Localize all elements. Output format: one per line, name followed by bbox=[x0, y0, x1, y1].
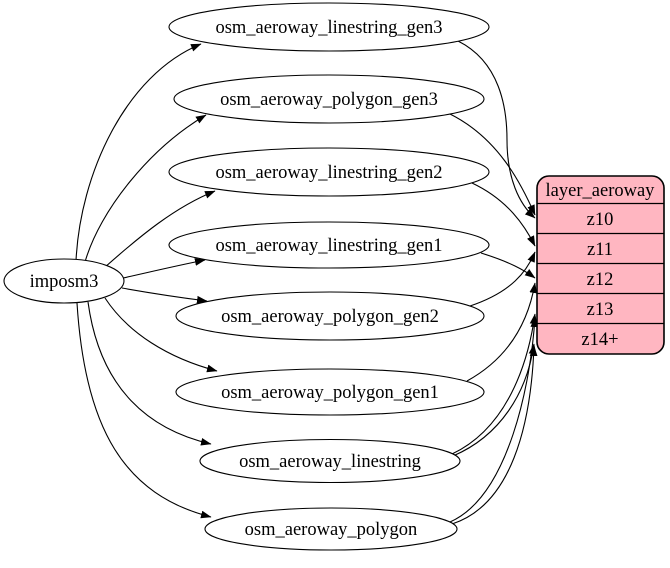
node-osm_aeroway_polygon: osm_aeroway_polygon bbox=[204, 507, 458, 551]
node-osm_aeroway_linestring_gen1: osm_aeroway_linestring_gen1 bbox=[168, 221, 490, 269]
edge-imposm3-to-osm_aeroway_polygon_gen1 bbox=[104, 297, 218, 373]
layer-title: layer_aeroway bbox=[546, 181, 656, 201]
edge-osm_aeroway_polygon-to-z14 bbox=[451, 345, 538, 525]
table-ellipse bbox=[175, 368, 485, 416]
layer-row-z11: z11 bbox=[587, 240, 613, 260]
node-layer_aeroway: layer_aeroway z10 z11 z12 z13 z14+ bbox=[536, 175, 665, 355]
layer-row-z12: z12 bbox=[587, 270, 614, 290]
table-label: osm_aeroway_polygon_gen2 bbox=[221, 307, 439, 327]
edge-osm_aeroway_linestring_gen2-to-z11 bbox=[471, 182, 536, 247]
node-osm_aeroway_linestring_gen2: osm_aeroway_linestring_gen2 bbox=[168, 147, 490, 197]
edge-imposm3-to-osm_aeroway_polygon_gen2 bbox=[121, 287, 208, 304]
layer-row-z14plus: z14+ bbox=[581, 330, 618, 350]
edge-osm_aeroway_polygon_gen2-to-z11 bbox=[469, 251, 536, 307]
edge-imposm3-to-osm_aeroway_polygon bbox=[76, 302, 212, 519]
table-label: osm_aeroway_polygon_gen3 bbox=[220, 90, 438, 110]
edges-to-layer bbox=[449, 40, 539, 525]
table-ellipse bbox=[168, 2, 490, 52]
node-osm_aeroway_linestring_gen3: osm_aeroway_linestring_gen3 bbox=[168, 2, 490, 52]
table-label: osm_aeroway_linestring_gen2 bbox=[215, 163, 442, 183]
layer-row-z10: z10 bbox=[587, 210, 614, 230]
node-osm_aeroway_polygon_gen3: osm_aeroway_polygon_gen3 bbox=[173, 74, 485, 124]
table-ellipse bbox=[175, 291, 485, 341]
node-osm_aeroway_linestring: osm_aeroway_linestring bbox=[199, 438, 461, 484]
layer-record-shape bbox=[536, 175, 665, 355]
node-osm_aeroway_polygon_gen2: osm_aeroway_polygon_gen2 bbox=[175, 291, 485, 341]
table-ellipse bbox=[204, 507, 458, 551]
table-label: osm_aeroway_linestring_gen3 bbox=[215, 18, 442, 38]
table-ellipse bbox=[168, 147, 490, 197]
table-label: osm_aeroway_linestring_gen1 bbox=[215, 236, 442, 256]
layer-row-z13: z13 bbox=[587, 300, 614, 320]
node-imposm3: imposm3 bbox=[3, 258, 125, 304]
table-label: osm_aeroway_polygon_gen1 bbox=[221, 383, 439, 403]
edge-osm_aeroway_linestring_gen3-to-z10 bbox=[457, 40, 536, 219]
edge-osm_aeroway_linestring_gen1-to-z12 bbox=[480, 252, 536, 279]
edge-imposm3-to-osm_aeroway_linestring bbox=[87, 301, 212, 446]
edge-imposm3-to-osm_aeroway_linestring_gen2 bbox=[103, 190, 216, 269]
table-ellipse bbox=[199, 438, 461, 484]
edge-imposm3-to-osm_aeroway_polygon_gen3 bbox=[84, 114, 207, 263]
edges-from-source bbox=[75, 43, 218, 519]
table-label: osm_aeroway_linestring bbox=[239, 452, 421, 472]
table-ellipse bbox=[168, 221, 490, 269]
node-imposm3-label: imposm3 bbox=[30, 272, 99, 292]
edge-imposm3-to-osm_aeroway_linestring_gen3 bbox=[75, 43, 202, 262]
edge-osm_aeroway_polygon_gen1-to-z12 bbox=[466, 282, 538, 382]
edge-osm_aeroway_polygon-to-z13 bbox=[449, 316, 539, 523]
table-label: osm_aeroway_polygon bbox=[245, 520, 418, 540]
table-ellipse bbox=[173, 74, 485, 124]
edge-osm_aeroway_linestring-to-z13 bbox=[451, 313, 538, 455]
node-osm_aeroway_polygon_gen1: osm_aeroway_polygon_gen1 bbox=[175, 368, 485, 416]
node-imposm3-shape bbox=[3, 258, 125, 304]
edge-imposm3-to-osm_aeroway_linestring_gen1 bbox=[122, 258, 206, 279]
edge-osm_aeroway_polygon_gen3-to-z10 bbox=[449, 113, 536, 216]
